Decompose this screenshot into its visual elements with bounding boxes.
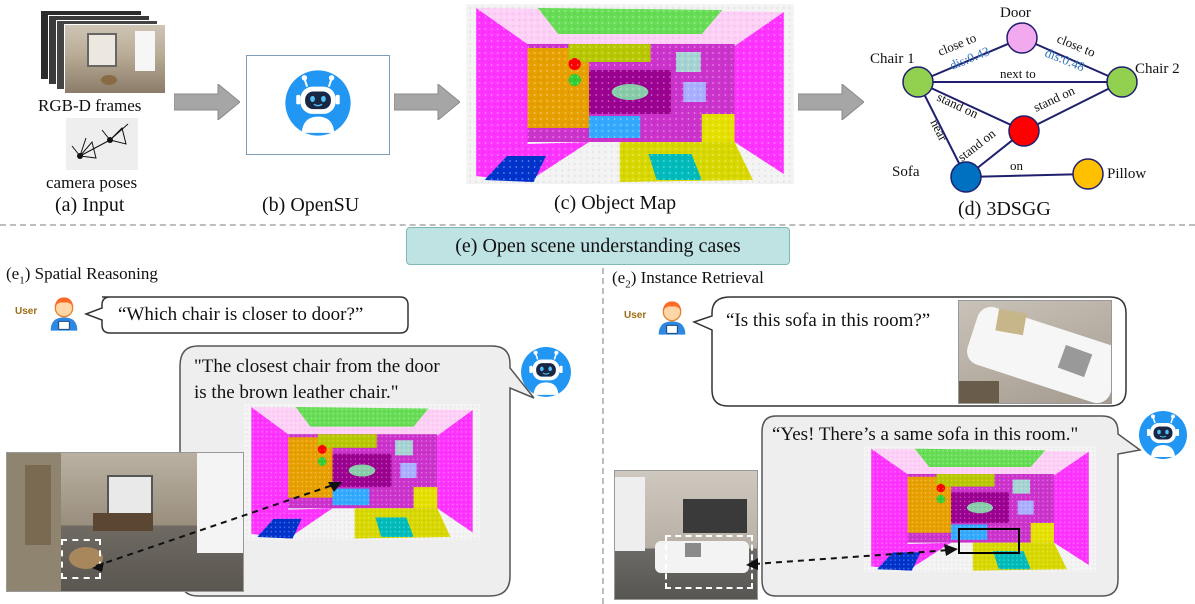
opensu-caption: (b) OpenSU bbox=[262, 194, 360, 216]
rgbd-frames-label: RGB-D frames bbox=[38, 96, 142, 115]
node-pillow bbox=[1072, 158, 1104, 190]
e1-robot-icon bbox=[520, 346, 572, 398]
flow-arrow-3 bbox=[798, 84, 864, 120]
object-map-pointcloud bbox=[466, 4, 794, 184]
e2-user-avatar bbox=[652, 296, 692, 336]
case-divider bbox=[602, 268, 604, 604]
scene-graph: Door Chair 1 Chair 2 Sofa Pillow close t… bbox=[870, 5, 1180, 193]
object-map-caption: (c) Object Map bbox=[554, 192, 677, 214]
e1-room-photo bbox=[6, 452, 244, 592]
e1-question-bubble bbox=[83, 296, 409, 334]
cases-banner-text: (e) Open scene understanding cases bbox=[455, 235, 741, 257]
edge-stand-on-2: stand on bbox=[1031, 82, 1077, 114]
flow-arrow-2 bbox=[394, 84, 460, 120]
e1-dashed-arrow bbox=[92, 482, 342, 572]
cases-banner: (e) Open scene understanding cases bbox=[406, 227, 790, 265]
input-caption: (a) Input bbox=[55, 194, 125, 216]
e2-robot-icon bbox=[1138, 410, 1188, 460]
node-chair-1 bbox=[902, 66, 934, 98]
e1-question-text: “Which chair is closer to door?” bbox=[118, 304, 364, 325]
camera-poses-icon bbox=[66, 118, 138, 170]
3dsgg-caption: (d) 3DSGG bbox=[958, 198, 1051, 220]
e1-user-label: User bbox=[15, 306, 38, 317]
e2-sofa-photo bbox=[958, 300, 1112, 404]
e1-answer-line2: is the brown leather chair." bbox=[194, 382, 399, 403]
section-divider bbox=[0, 224, 1195, 226]
label-pillow: Pillow bbox=[1107, 166, 1146, 182]
node-red bbox=[1008, 115, 1040, 147]
node-sofa bbox=[950, 161, 982, 193]
label-chair-2: Chair 2 bbox=[1135, 61, 1180, 77]
edge-next-to: next to bbox=[1000, 66, 1036, 81]
edge-stand-on-3: stand on bbox=[955, 125, 999, 164]
e2-title: (e2) Instance Retrieval bbox=[612, 268, 764, 291]
label-chair-1: Chair 1 bbox=[870, 51, 915, 67]
e2-user-label: User bbox=[624, 310, 647, 321]
e2-room-photo bbox=[614, 470, 758, 600]
e1-highlight-box bbox=[61, 539, 101, 579]
node-chair-2 bbox=[1106, 66, 1138, 98]
robot-icon bbox=[284, 69, 352, 137]
e1-title: (e1) Spatial Reasoning bbox=[6, 264, 158, 287]
e1-user-avatar bbox=[44, 292, 84, 332]
label-sofa: Sofa bbox=[892, 164, 920, 180]
e2-map-highlight-box bbox=[958, 528, 1020, 554]
e2-dashed-arrow bbox=[746, 544, 958, 570]
opensu-box bbox=[246, 55, 390, 155]
rgbd-frame-stack bbox=[40, 10, 170, 94]
label-door: Door bbox=[1000, 5, 1031, 21]
node-door bbox=[1006, 22, 1038, 54]
flow-arrow-1 bbox=[174, 84, 240, 120]
e2-answer-text: “Yes! There’s a same sofa in this room." bbox=[772, 424, 1079, 445]
e2-highlight-box bbox=[665, 535, 753, 589]
e1-answer-line1: "The closest chair from the door bbox=[194, 356, 440, 377]
e2-question-text: “Is this sofa in this room?” bbox=[726, 310, 931, 331]
edge-on: on bbox=[1010, 158, 1024, 173]
camera-poses-label: camera poses bbox=[46, 173, 138, 192]
